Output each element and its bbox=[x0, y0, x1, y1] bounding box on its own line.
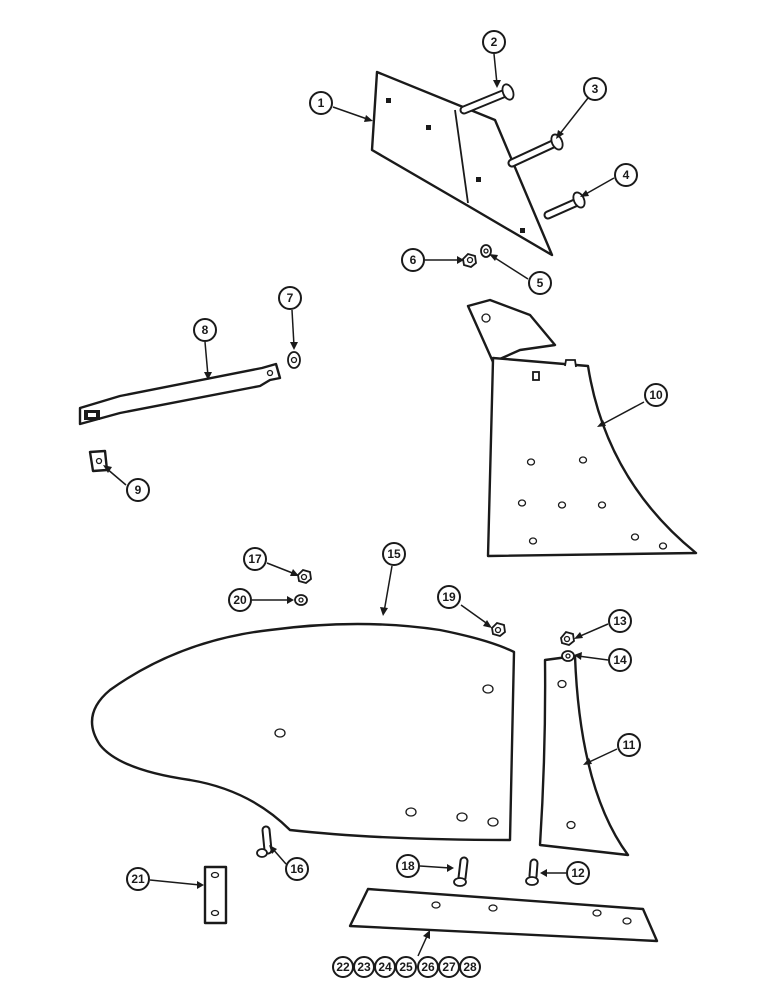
callout-28-label: 28 bbox=[463, 960, 477, 974]
callout-5: 5 bbox=[528, 271, 552, 295]
callout-12: 12 bbox=[566, 861, 590, 885]
callout-2: 2 bbox=[482, 30, 506, 54]
part-11-shin bbox=[538, 654, 630, 857]
callout-24: 24 bbox=[374, 956, 396, 978]
callout-15-label: 15 bbox=[387, 547, 401, 561]
callout-24-label: 24 bbox=[378, 960, 392, 974]
callout-27-label: 27 bbox=[442, 960, 456, 974]
callout-14: 14 bbox=[608, 648, 632, 672]
part-6-nut bbox=[462, 252, 477, 268]
callout-20-label: 20 bbox=[233, 593, 247, 607]
part-20-washer bbox=[294, 594, 308, 606]
callout-3-label: 3 bbox=[592, 82, 599, 96]
callout-19: 19 bbox=[437, 585, 461, 609]
callout-25-label: 25 bbox=[399, 960, 413, 974]
callout-6-label: 6 bbox=[410, 253, 417, 267]
callout-17: 17 bbox=[243, 547, 267, 571]
callout-16: 16 bbox=[285, 857, 309, 881]
callout-16-label: 16 bbox=[290, 862, 304, 876]
callout-11-label: 11 bbox=[623, 738, 636, 752]
part-5-washer bbox=[480, 244, 492, 258]
callout-3: 3 bbox=[583, 77, 607, 101]
part-18-bolt bbox=[453, 856, 469, 887]
part-7-washer bbox=[287, 351, 301, 369]
part-1-share bbox=[370, 70, 554, 257]
callout-13-label: 13 bbox=[613, 614, 627, 628]
part-9-clip bbox=[88, 449, 109, 473]
callout-18-label: 18 bbox=[401, 859, 415, 873]
callout-8-label: 8 bbox=[202, 323, 209, 337]
callout-21: 21 bbox=[126, 867, 150, 891]
callout-22-label: 22 bbox=[336, 960, 350, 974]
part-15-moldboard bbox=[90, 622, 516, 842]
callout-8: 8 bbox=[193, 318, 217, 342]
callout-12-label: 12 bbox=[571, 866, 585, 880]
callout-7: 7 bbox=[278, 286, 302, 310]
part-landside-bar bbox=[348, 887, 659, 943]
leader-lines bbox=[103, 53, 645, 957]
part-8-brace bbox=[78, 362, 282, 426]
part-4-bolt bbox=[543, 191, 586, 220]
callout-27: 27 bbox=[438, 956, 460, 978]
callout-21-label: 21 bbox=[131, 872, 145, 886]
callout-6: 6 bbox=[401, 248, 425, 272]
callout-28: 28 bbox=[459, 956, 481, 978]
part-2-bolt bbox=[459, 83, 515, 115]
callout-10-label: 10 bbox=[649, 388, 663, 402]
callout-19-label: 19 bbox=[442, 590, 456, 604]
callout-25: 25 bbox=[395, 956, 417, 978]
callout-11: 11 bbox=[617, 733, 641, 757]
callout-1: 1 bbox=[309, 91, 333, 115]
part-3-bolt bbox=[507, 133, 564, 168]
callout-17-label: 17 bbox=[248, 552, 262, 566]
callout-23: 23 bbox=[353, 956, 375, 978]
callout-4: 4 bbox=[614, 163, 638, 187]
part-13-nut bbox=[560, 630, 575, 646]
callout-26: 26 bbox=[417, 956, 439, 978]
callout-15: 15 bbox=[382, 542, 406, 566]
part-21-plate bbox=[203, 865, 228, 925]
part-10-holes bbox=[517, 456, 668, 550]
callout-5-label: 5 bbox=[537, 276, 544, 290]
callout-14-label: 14 bbox=[613, 653, 627, 667]
callout-23-label: 23 bbox=[357, 960, 371, 974]
callout-22: 22 bbox=[332, 956, 354, 978]
callout-20: 20 bbox=[228, 588, 252, 612]
part-19-nut bbox=[491, 621, 506, 637]
callout-18: 18 bbox=[396, 854, 420, 878]
callout-9: 9 bbox=[126, 478, 150, 502]
callout-10: 10 bbox=[644, 383, 668, 407]
callout-26-label: 26 bbox=[421, 960, 435, 974]
callout-group-22-28: 22 23 24 25 26 27 28 bbox=[332, 956, 481, 978]
callout-7-label: 7 bbox=[287, 291, 294, 305]
callout-13: 13 bbox=[608, 609, 632, 633]
callout-2-label: 2 bbox=[491, 35, 498, 49]
callout-9-label: 9 bbox=[135, 483, 142, 497]
callout-4-label: 4 bbox=[623, 168, 630, 182]
part-10-frog bbox=[466, 298, 698, 558]
part-12-bolt bbox=[525, 858, 539, 886]
part-16-bolt bbox=[256, 825, 273, 858]
callout-1-label: 1 bbox=[318, 96, 325, 110]
part-14-washer bbox=[561, 650, 575, 662]
part-17-nut bbox=[297, 568, 312, 584]
